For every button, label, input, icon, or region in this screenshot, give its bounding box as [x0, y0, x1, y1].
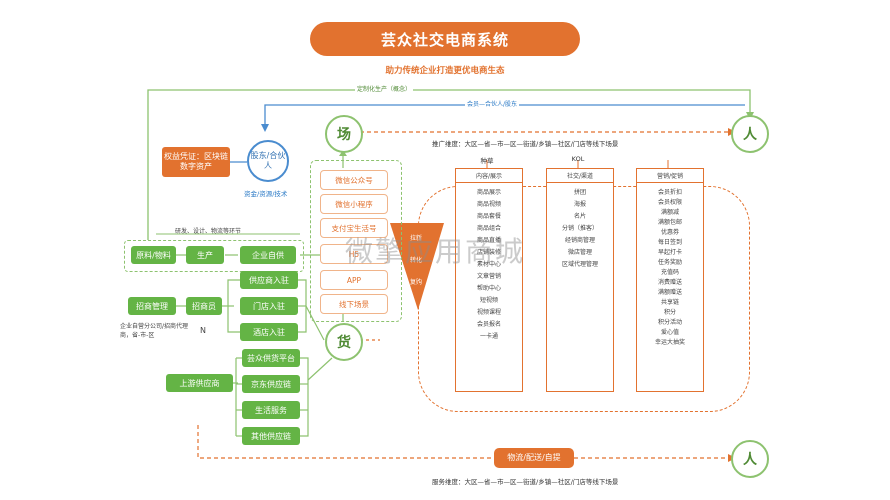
column-item: 早起打卡: [657, 249, 682, 256]
column-item: 拼团: [573, 189, 586, 196]
box-supplier-entry: 供应商入驻: [240, 271, 298, 289]
column-items-social: 拼团海报名片分销（推客） 经销商管理微店管理区域代理管理: [547, 183, 613, 269]
column-item: 商品组合: [476, 225, 501, 232]
watermark-text: 微擎应用商城: [345, 235, 526, 268]
column-item: 帮助中心: [476, 285, 501, 292]
channel-wechat-official: 微信公众号: [320, 170, 388, 190]
column-item: 视频课程: [476, 309, 501, 316]
page-title: 芸众社交电商系统: [310, 22, 580, 56]
column-sub-social: 社交/渠道: [547, 169, 613, 183]
funnel-shape: [390, 223, 444, 310]
channel-app: APP: [320, 270, 388, 290]
column-item: 经销商管理: [564, 237, 595, 244]
column-item: 素材中心: [476, 261, 501, 268]
column-item: 优惠券: [660, 229, 679, 236]
circle-ren-bottom: 人: [731, 440, 769, 478]
box-logistics: 物流/配送/自提: [494, 448, 574, 468]
box-recruit-staff: 招商员: [186, 297, 222, 315]
channel-wechat-miniprogram: 微信小程序: [320, 194, 388, 214]
rd-text: 研发、设计、物流等环节: [175, 228, 242, 235]
circle-chang: 场: [325, 115, 363, 153]
column-item: 区域代理管理: [561, 261, 598, 268]
column-items-marketing: 会员折扣会员权限满额减满额包邮优惠券每日签到早起打卡任务奖励充值码消费赠送满额赠…: [637, 183, 703, 347]
funnel-label-new: 拉新: [410, 235, 423, 242]
column-item: 消费赠送: [657, 279, 682, 286]
box-hotel-entry: 酒店入驻: [240, 323, 298, 341]
member-flow-line: [264, 104, 745, 128]
column-item: 会员折扣: [657, 189, 682, 196]
box-yunzhong-platform: 芸众供货平台: [242, 349, 300, 367]
channel-alipay: 支付宝生活号: [320, 218, 388, 238]
custom-production-label: 定制化生产（概念）: [355, 84, 414, 93]
funnel-label-repurchase: 复购: [410, 279, 423, 286]
column-marketing: 营销/促销 会员折扣会员权限满额减满额包邮优惠券每日签到早起打卡任务奖励充值码消…: [636, 168, 704, 392]
channel-h5: H5: [320, 244, 388, 264]
box-other-supply: 其他供应链: [242, 427, 300, 445]
box-raw-material: 原料/物料: [131, 246, 176, 264]
circle-ren-top: 人: [731, 115, 769, 153]
column-item: 满额包邮: [657, 219, 682, 226]
column-items-content: 商品展示商品视频商品套餐商品组合商品直播店铺装修素材中心文章营销帮助中心短视频视…: [456, 183, 522, 341]
column-item: 商品视频: [476, 201, 501, 208]
box-self-supply: 企业自供: [240, 246, 296, 264]
column-item: 爱心值: [660, 329, 679, 336]
service-dimension: 服务维度：大区—省—市—区—街道/乡镇—社区/门店等线下场景: [432, 478, 619, 486]
box-production: 生产: [186, 246, 224, 264]
column-item: 任务奖励: [657, 259, 682, 266]
column-item: 每日签到: [657, 239, 682, 246]
circle-huo: 货: [325, 323, 363, 361]
recruit-note: 企业自营分公司/招商代理商，省-市-区: [120, 323, 189, 339]
media-dashed-frame: [310, 160, 402, 322]
column-head-2: KOL: [571, 155, 585, 163]
column-item: 满额赠送: [657, 289, 682, 296]
column-item: 短视频: [479, 297, 498, 304]
column-item: 积分: [663, 309, 676, 316]
member-flow-label: 会员—合伙人/股东: [465, 99, 520, 108]
column-content: 内容/展示 商品展示商品视频商品套餐商品组合商品直播店铺装修素材中心文章营销帮助…: [455, 168, 523, 392]
funnel-label-convert: 转化: [410, 257, 423, 264]
column-item: 店铺装修: [476, 249, 501, 256]
equity-box: 权益凭证：区块链数字资产: [162, 147, 230, 177]
channel-offline: 线下场景: [320, 294, 388, 314]
box-life-service: 生活服务: [242, 401, 300, 419]
box-recruit-manager: 招商管理: [128, 297, 176, 315]
column-item: 充值码: [660, 269, 679, 276]
column-item: 文章营销: [476, 273, 501, 280]
column-item: 海报: [573, 201, 586, 208]
column-item: 商品直播: [476, 237, 501, 244]
column-item: 一卡通: [479, 333, 498, 340]
column-item: 分销（推客）: [561, 225, 598, 232]
supply-row-frame: [124, 240, 304, 272]
column-item: 商品套餐: [476, 213, 501, 220]
column-item: 商品展示: [476, 189, 501, 196]
column-item: 名片: [573, 213, 586, 220]
column-item: 会员报名: [476, 321, 501, 328]
recruit-n-label: N: [200, 326, 206, 335]
box-store-entry: 门店入驻: [240, 297, 298, 315]
box-upstream-supplier: 上游供应商: [166, 374, 233, 392]
resource-text: 资金/资源/技术: [244, 190, 288, 198]
promote-dimension: 推广维度：大区—省—市—区—街道/乡镇—社区/门店等线下场景: [432, 140, 619, 148]
column-item: 幸运大抽奖: [654, 339, 685, 346]
column-sub-marketing: 营销/促销: [637, 169, 703, 183]
column-item: 满额减: [660, 209, 679, 216]
column-item: 积分活动: [657, 319, 682, 326]
column-item: 会员权限: [657, 199, 682, 206]
column-item: 共享链: [660, 299, 679, 306]
page-subtitle: 助力传统企业打造更优电商生态: [385, 66, 505, 76]
box-jd-supply: 京东供应链: [242, 375, 300, 393]
column-social: 社交/渠道 拼团海报名片分销（推客） 经销商管理微店管理区域代理管理: [546, 168, 614, 392]
column-sub-content: 内容/展示: [456, 169, 522, 183]
column-item: 微店管理: [567, 249, 592, 256]
circle-shareholder: 股东/合伙人: [247, 140, 289, 182]
custom-production-line: [147, 89, 751, 240]
column-head-1: 种草: [480, 157, 494, 165]
